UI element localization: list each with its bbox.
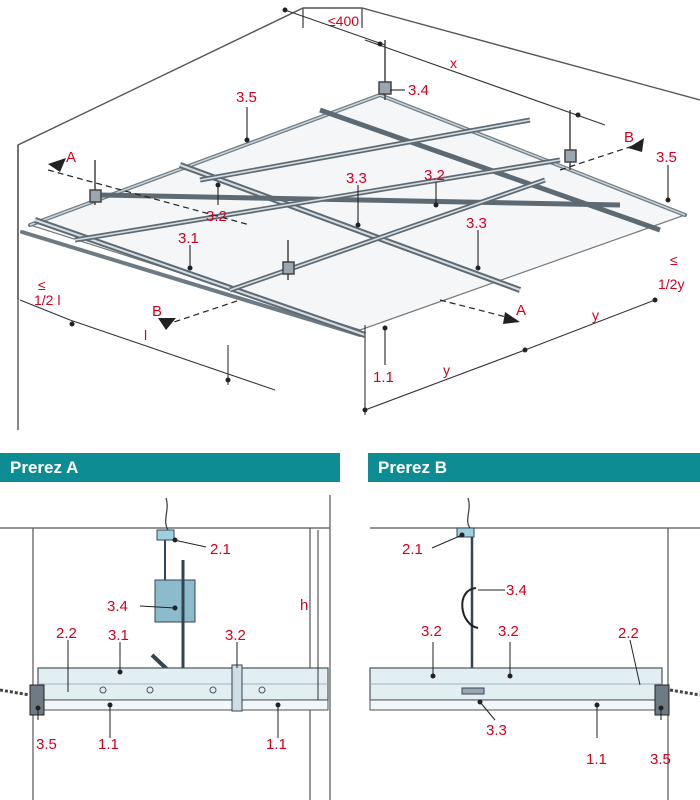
section-a-hanger [150,497,196,674]
label-3-5-left: 3.5 [236,89,257,106]
dimension-y-b: y [443,362,450,378]
section-b-hanger [456,497,479,690]
section-b-label-2-1: 2.1 [402,541,423,558]
section-marker-b-right: B [624,129,634,146]
section-arrows [48,138,644,330]
section-a-label-2-1: 2.1 [210,541,231,558]
label-3-4: 3.4 [408,82,429,99]
section-a-label-3-2: 3.2 [225,627,246,644]
section-a-walls [0,495,331,800]
leader-lines [189,89,669,365]
label-3-2-b: 3.2 [206,208,227,225]
section-a-label-h: h [300,597,308,614]
dimension-half-y-sign: ≤ [670,252,678,268]
section-b-label-2-2: 2.2 [618,625,639,642]
section-a-label-2-2: 2.2 [56,625,77,642]
section-a-header: Prerez A [0,453,340,482]
dimension-l: l [144,327,147,343]
dimension-half-y: 1/2y [658,276,684,292]
dimension-half-l-sign: ≤ [38,277,46,293]
section-marker-a-left: A [66,149,76,166]
isometric-ceiling-diagram: 3.5 3.4 3.5 3.3 3.2 3.2 3.3 3.1 1.1 ≤400… [17,7,700,430]
label-3-3-b: 3.3 [466,215,487,232]
section-b-label-1-1: 1.1 [586,751,607,768]
section-b-label-3-2-a: 3.2 [421,623,442,640]
label-1-1: 1.1 [373,369,394,386]
section-a-label-3-4: 3.4 [107,598,128,615]
section-a-label-3-1: 3.1 [108,627,129,644]
section-a-label-1-1-a: 1.1 [98,736,119,753]
label-3-3-a: 3.3 [346,170,367,187]
dimension-y-a: y [592,307,599,323]
section-b-label-3-3: 3.3 [486,722,507,739]
dimension-lines [19,9,656,415]
hangers [89,40,577,280]
section-marker-b-left: B [152,303,162,320]
section-a-label-3-5: 3.5 [36,736,57,753]
dimension-half-l: 1/2 l [34,292,60,308]
section-b-label-3-2-b: 3.2 [498,623,519,640]
label-3-1: 3.1 [178,230,199,247]
section-a-label-1-1-b: 1.1 [266,736,287,753]
room-walls [17,7,700,430]
section-b-header: Prerez B [368,453,700,482]
section-a-profile [29,664,329,716]
dimension-x: x [450,55,457,71]
section-b-label-3-5: 3.5 [650,751,671,768]
section-b-profile [369,667,670,716]
section-marker-a-right: A [516,302,526,319]
dimension-max-400: ≤400 [328,13,359,29]
section-b-walls [370,527,700,800]
section-b-label-3-4: 3.4 [506,582,527,599]
label-3-2-a: 3.2 [424,167,445,184]
label-3-5-right: 3.5 [656,149,677,166]
